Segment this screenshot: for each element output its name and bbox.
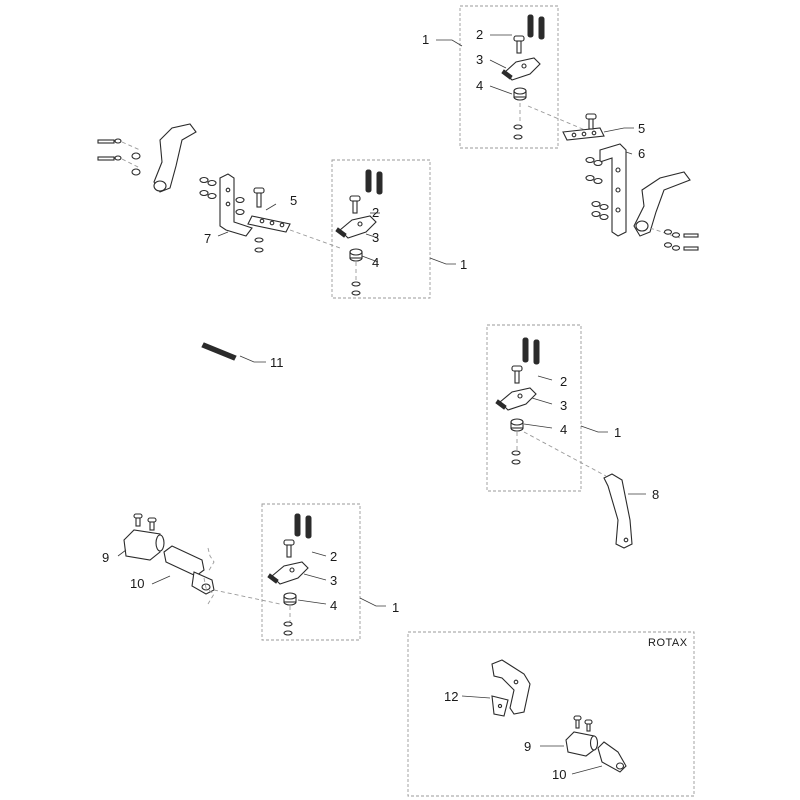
pivot-rod-icon	[597, 741, 627, 773]
washer-icon	[513, 124, 523, 140]
washer-stack-icon	[199, 176, 245, 216]
callout-2: 2	[476, 27, 483, 42]
bolt-icon	[253, 187, 265, 208]
callout-4: 4	[476, 78, 483, 93]
spring-pair-icon	[294, 513, 312, 539]
callout-6: 6	[638, 146, 645, 161]
callout-12: 12	[444, 689, 458, 704]
axis-line	[213, 589, 281, 605]
callout-10: 10	[130, 576, 144, 591]
mounting-bracket-icon	[219, 173, 253, 237]
callout-1: 1	[392, 600, 399, 615]
bolt-icon	[585, 113, 597, 130]
frame-arm-icon	[633, 171, 691, 237]
clamp-icon	[123, 529, 165, 561]
bushing-icon	[513, 87, 527, 101]
callout-5: 5	[638, 121, 645, 136]
callout-3: 3	[560, 398, 567, 413]
callout-1: 1	[422, 32, 429, 47]
washer-icon	[283, 621, 293, 636]
axis-line	[289, 229, 341, 249]
bolt-icon	[513, 35, 525, 54]
callout-3: 3	[330, 573, 337, 588]
assembly-bottom-left: 9 10 2 3 4 1	[102, 503, 399, 641]
rotax-frame	[407, 631, 695, 797]
spring-pair-icon	[365, 169, 383, 195]
break-line	[203, 577, 215, 605]
kit-frame-middle-right	[486, 324, 582, 492]
washer-icon	[351, 281, 361, 296]
callout-1: 1	[614, 425, 621, 440]
break-line	[207, 547, 215, 573]
kit-frame-bottom-left	[261, 503, 361, 641]
spring-pair-icon	[527, 14, 545, 40]
bushing-icon	[510, 418, 524, 432]
bolt-pair-icon	[97, 138, 141, 176]
rotax-bracket-icon	[491, 659, 531, 717]
rotax-section: ROTAX 12 9 10	[407, 631, 695, 797]
frame-arm-icon	[153, 123, 197, 193]
pivot-rod-icon	[163, 545, 215, 595]
washer-icon	[511, 450, 521, 465]
callout-4: 4	[330, 598, 337, 613]
callout-4: 4	[372, 255, 379, 270]
bolt-icon	[283, 539, 295, 558]
kit-frame-top-left	[331, 159, 431, 299]
callout-1: 1	[460, 257, 467, 272]
callout-2: 2	[372, 205, 379, 220]
callout-5: 5	[290, 193, 297, 208]
bracket-icon	[335, 215, 377, 239]
clamp-icon	[565, 731, 599, 757]
callout-3: 3	[476, 52, 483, 67]
callout-10: 10	[552, 767, 566, 782]
callout-9: 9	[102, 550, 109, 565]
bracket-icon	[501, 57, 541, 81]
bushing-icon	[283, 592, 297, 606]
callout-11: 11	[270, 355, 284, 370]
washer-stack-icon	[585, 156, 609, 221]
callout-3: 3	[372, 230, 379, 245]
callout-9: 9	[524, 739, 531, 754]
rotax-label: ROTAX	[648, 637, 688, 649]
callout-4: 4	[560, 422, 567, 437]
bolt-pair-icon	[133, 513, 157, 531]
bracket-icon	[495, 387, 537, 411]
callout-2: 2	[560, 374, 567, 389]
bolt-icon	[349, 195, 361, 214]
assembly-top-left: 5 7 2 3 4 1	[97, 123, 467, 299]
bushing-icon	[349, 248, 363, 262]
flat-bar-icon	[562, 127, 605, 141]
bolt-icon	[511, 365, 523, 384]
flat-bar-icon	[247, 215, 291, 233]
tension-spring-icon	[201, 342, 237, 361]
mounting-bracket-icon	[599, 143, 627, 237]
bolt-pair-icon	[573, 715, 593, 732]
spring-pair-icon	[522, 337, 540, 365]
callout-8: 8	[652, 487, 659, 502]
bracket-icon	[267, 561, 309, 585]
bolt-pair-icon	[649, 227, 699, 251]
axis-line	[523, 431, 607, 477]
assembly-top-right: 1 2 3 4 5 6	[422, 5, 699, 251]
axis-line	[527, 105, 586, 131]
washer-icon	[254, 237, 264, 253]
assembly-middle-right: 2 3 4 1 8	[486, 324, 659, 549]
callout-2: 2	[330, 549, 337, 564]
lever-arm-icon	[603, 473, 633, 549]
callout-7: 7	[204, 231, 211, 246]
spring-11: 11	[201, 342, 284, 370]
